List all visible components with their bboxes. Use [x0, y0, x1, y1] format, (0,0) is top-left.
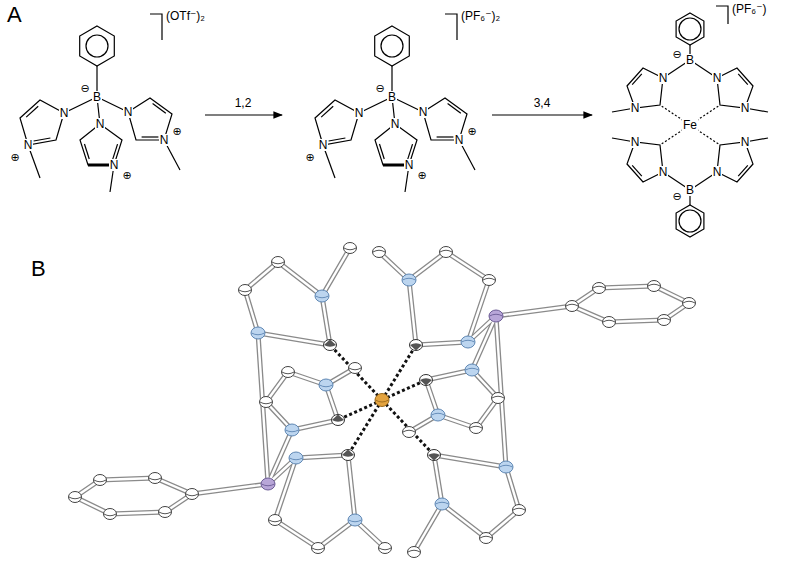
charge: ⊕ — [171, 126, 182, 137]
atom-label: B — [92, 91, 102, 103]
reaction-arrow — [492, 114, 592, 115]
atom-label: N — [59, 107, 70, 119]
atom-label: N — [658, 166, 669, 178]
panel-letter: B — [30, 258, 47, 280]
atom-label: N — [318, 139, 329, 151]
charge: ⊖ — [671, 49, 682, 60]
atom-label: N — [390, 118, 401, 130]
reaction-arrow — [205, 114, 282, 115]
charge: ⊕ — [466, 126, 477, 137]
counter-ion: (PF₆⁻)₂ — [460, 10, 501, 22]
atom-label: N — [630, 136, 641, 148]
counter-ion: (OTf⁻)₂ — [165, 10, 206, 22]
charge: ⊕ — [121, 170, 132, 181]
atom-label: B — [387, 91, 397, 103]
crystal-structure — [69, 243, 696, 558]
atom-label: N — [712, 72, 723, 84]
borate-salt-structure — [315, 14, 475, 192]
atom-label: N — [123, 106, 134, 118]
atom-label: N — [418, 106, 429, 118]
iron-complex-structure — [612, 6, 768, 237]
atom-label: N — [354, 107, 365, 119]
atom-label: B — [685, 184, 695, 196]
charge: ⊕ — [304, 152, 315, 163]
atom-label: N — [740, 136, 751, 148]
atom-label: N — [109, 159, 120, 171]
borate-salt-structure — [20, 14, 180, 192]
atom-label: Fe — [682, 119, 698, 131]
charge: ⊖ — [374, 83, 385, 94]
reagent-numbers: 3,4 — [533, 97, 552, 109]
atom-label: N — [630, 102, 641, 114]
atom-label: N — [95, 118, 106, 130]
panel-letter: A — [6, 4, 23, 26]
atom-label: B — [685, 54, 695, 66]
atom-label: N — [23, 139, 34, 151]
atom-label: N — [454, 134, 465, 146]
counter-ion: (PF₆⁻) — [731, 3, 768, 15]
charge: ⊕ — [416, 170, 427, 181]
reagent-numbers: 1,2 — [234, 97, 253, 109]
atom-label: N — [404, 159, 415, 171]
atom-label: N — [712, 166, 723, 178]
atom-label: N — [658, 72, 669, 84]
atom-label: N — [159, 134, 170, 146]
atom-label: N — [740, 102, 751, 114]
charge: ⊖ — [671, 191, 682, 202]
charge: ⊖ — [79, 83, 90, 94]
charge: ⊕ — [9, 152, 20, 163]
